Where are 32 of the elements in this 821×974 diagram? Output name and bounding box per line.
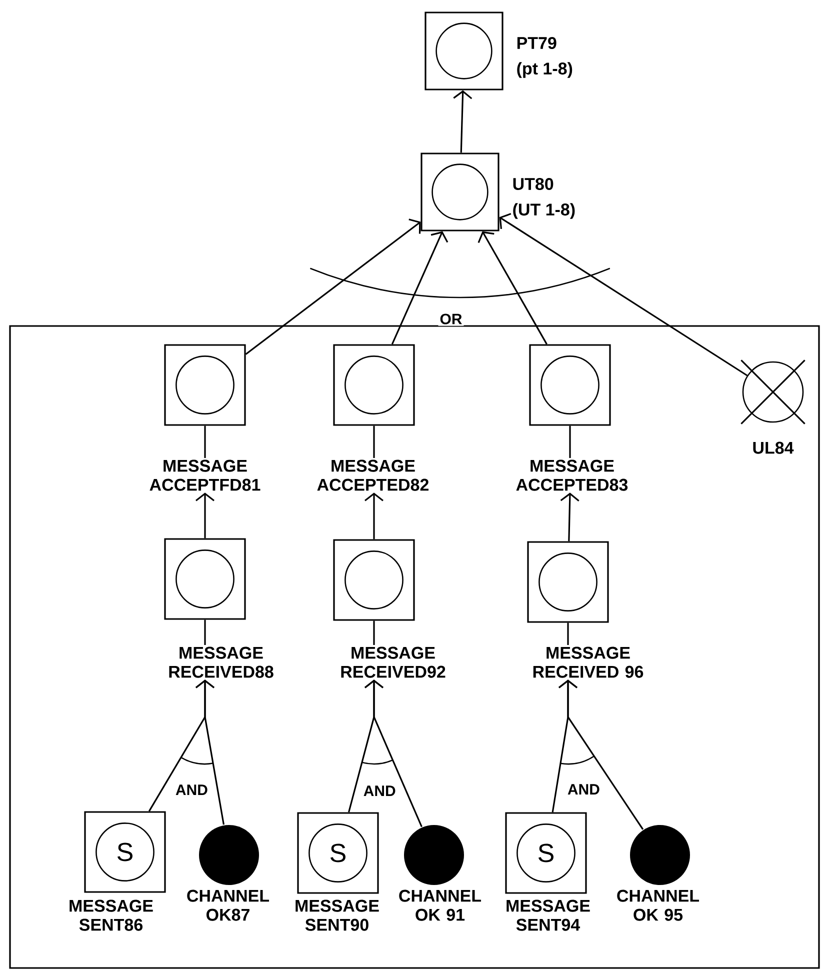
- arrow: [558, 680, 644, 830]
- node-label: CHANNEL OK 95: [617, 890, 700, 921]
- node-label: PT79: [517, 36, 556, 50]
- arrow: [478, 231, 548, 345]
- arrow: [196, 492, 214, 538]
- arrow: [245, 218, 421, 355]
- gate-label: AND: [176, 784, 208, 795]
- node-label: MESSAGE ACCEPTED83: [516, 460, 628, 491]
- node-label: MESSAGE RECEIVED92: [341, 646, 446, 678]
- node-label: (pt 1-8): [517, 62, 572, 78]
- node-label: MESSAGE ACCEPTED82: [317, 460, 428, 491]
- node-label: CHANNEL OK 91: [399, 890, 482, 921]
- node-label: MESSAGE SENT86: [70, 900, 153, 931]
- node-label: MESSAGE SENT94: [506, 900, 590, 931]
- arrow: [391, 231, 448, 345]
- node-label: MESSAGE SENT90: [296, 900, 379, 931]
- arrow: [364, 680, 422, 828]
- node-label: MESSAGE RECEIVED88: [169, 646, 274, 678]
- node-label: UT80: [513, 178, 554, 190]
- arrow: [453, 90, 472, 153]
- arrow: [364, 492, 384, 540]
- node-label: CHANNEL OK87: [187, 890, 270, 921]
- arrow: [560, 492, 580, 542]
- gate-label: AND: [568, 784, 600, 794]
- gate-label: OR: [438, 312, 464, 326]
- arrow: [196, 680, 225, 825]
- node-label: (UT 1-8): [513, 203, 575, 219]
- gate-label: AND: [364, 786, 396, 796]
- node-label: MESSAGE RECEIVED 96: [533, 646, 644, 678]
- node-label: UL84: [753, 442, 794, 454]
- node-label: MESSAGE ACCEPTFD81: [150, 460, 260, 491]
- arrow: [499, 213, 748, 376]
